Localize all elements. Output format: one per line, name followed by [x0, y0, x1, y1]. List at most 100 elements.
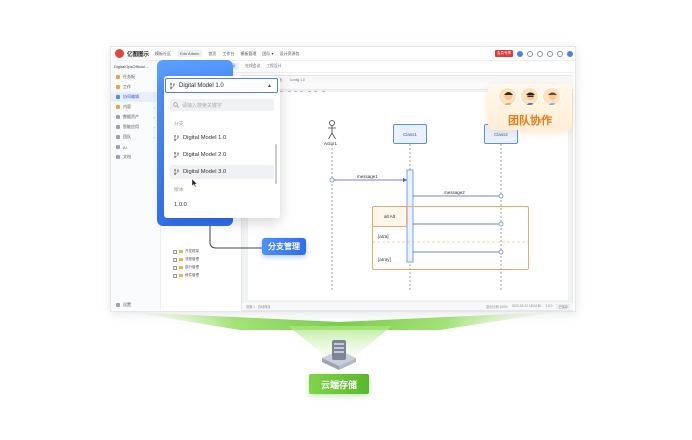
editor-tab-config[interactable]: Config 1.0	[289, 77, 305, 82]
sidebar-item-collab[interactable]: 协同编辑	[111, 92, 160, 102]
chevron-right-icon: ›	[153, 114, 155, 120]
branch-select[interactable]: Digital Model 1.0 ▲	[165, 78, 278, 93]
tree-item[interactable]: 组件管理	[173, 273, 199, 278]
sidebar-item-team[interactable]: 团队›	[111, 132, 160, 142]
checkbox-icon	[173, 257, 177, 262]
grid-icon[interactable]	[557, 50, 563, 57]
tree-item[interactable]: 流程管理	[173, 257, 199, 262]
vip-badge[interactable]: 会员专享	[495, 50, 513, 57]
tasks-icon	[116, 75, 120, 79]
sidebar-item-content[interactable]: 内容›	[111, 102, 160, 112]
bell-icon[interactable]	[537, 50, 543, 57]
workspace-selector[interactable]: DigitalOpsOfficial...	[114, 64, 148, 69]
branch-option[interactable]: Digital Model 2.0	[170, 148, 274, 162]
saved-status: 已保存	[556, 304, 570, 309]
gear-icon	[116, 303, 120, 307]
ai-icon	[116, 145, 120, 149]
nav-design-resources[interactable]: 设计资源包	[279, 50, 300, 56]
branch-group-label: 分支	[174, 122, 184, 127]
cloud-storage-label: 云端存储	[309, 374, 369, 394]
actor-icon[interactable]	[327, 120, 337, 140]
content-icon	[116, 105, 120, 109]
tab-online-meeting[interactable]: 在线会议	[245, 64, 261, 68]
ai-icon[interactable]	[517, 50, 523, 57]
avatar	[498, 87, 517, 106]
class1-box[interactable]: Class1	[393, 124, 427, 144]
branch-icon	[174, 152, 179, 158]
chevron-right-icon: ›	[153, 104, 155, 110]
team-collaboration-card: 团队协作	[488, 84, 572, 130]
sidebar-item-work[interactable]: 工作	[111, 82, 160, 92]
chevron-right-icon: ›	[153, 134, 155, 140]
checkbox-icon	[173, 265, 177, 270]
help-icon[interactable]	[547, 50, 553, 57]
branch-option[interactable]: Digital Model 3.0	[170, 165, 274, 179]
branch-manage-label: 分支管理	[262, 238, 306, 255]
branch-dropdown	[164, 76, 280, 218]
save-time: 2023-03-22 18:34:50	[511, 304, 542, 308]
message1-label: message1	[357, 174, 378, 179]
nav-home[interactable]: 首页	[208, 50, 217, 56]
avatar[interactable]	[567, 50, 573, 57]
status-right: 显示比例 100% 2023-03-22 18:34:50 1.0.0 已保存	[486, 304, 570, 309]
folder-icon	[179, 265, 183, 270]
branch-search-input[interactable]: 请输入搜索关键字	[170, 99, 274, 111]
branch-icon	[170, 82, 175, 89]
folder-icon	[179, 273, 183, 278]
top-bar: 亿图图示 模板社区 Edu Admin 首页 工作台 模板管理 团队 ▾ 设计资…	[111, 47, 575, 61]
mouse-cursor-icon	[192, 179, 198, 187]
message-icon[interactable]	[527, 50, 533, 57]
search-icon	[173, 102, 179, 108]
branch-icon	[174, 169, 179, 175]
version-label: 1.0.0	[545, 304, 553, 308]
nav-workbench[interactable]: 工作台	[222, 50, 235, 56]
alt-frame[interactable]: alt Alt	[372, 206, 529, 270]
app-logo-icon	[115, 49, 124, 58]
page-status: 页数:1 · 自动保存	[246, 305, 271, 309]
avatar	[542, 87, 561, 106]
sidebar-item-ai[interactable]: AI	[111, 142, 160, 152]
sidebar-settings[interactable]: 设置	[116, 302, 131, 308]
caret-up-icon: ▲	[267, 82, 272, 89]
tree-item[interactable]: 部分管理	[173, 265, 199, 270]
sidebar-item-smart-apps[interactable]: 智能应用›	[111, 122, 160, 132]
sidebar: DigitalOpsOfficial... 任务板 工作 协同编辑 内容› 数据…	[111, 61, 161, 311]
search-placeholder: 请输入搜索关键字	[182, 102, 223, 109]
guard-label: [array]	[378, 257, 391, 262]
actor-label: Actor1	[324, 141, 338, 146]
sidebar-item-docs[interactable]: 文档	[111, 152, 160, 162]
team-collaboration-label: 团队协作	[508, 115, 552, 127]
top-bar-actions: 会员专享	[495, 50, 573, 57]
nav-template-manage[interactable]: 模板管理	[240, 50, 257, 56]
chevron-right-icon: ›	[153, 124, 155, 130]
guard-label: [arra]	[378, 234, 389, 239]
folder-icon	[179, 249, 183, 254]
collab-icon	[116, 95, 120, 99]
tab-engineering[interactable]: 工程设计	[266, 64, 282, 68]
folder-icon	[179, 257, 183, 262]
zoom-level[interactable]: 显示比例 100%	[485, 305, 508, 309]
brand-name: 亿图图示	[127, 51, 150, 58]
branch-option[interactable]: Digital Model 1.0	[170, 131, 274, 145]
version-group-label: 版本	[174, 188, 184, 193]
tree-item[interactable]: 开发框架	[173, 249, 199, 254]
sidebar-item-data[interactable]: 数据资产›	[111, 112, 160, 122]
version-option[interactable]: 1.0.0	[174, 202, 187, 208]
team-icon	[116, 135, 120, 139]
branch-icon	[174, 135, 179, 141]
apps-icon	[116, 125, 120, 129]
checkbox-icon	[173, 249, 177, 254]
docs-icon	[116, 155, 120, 159]
nav-team[interactable]: 团队 ▾	[262, 50, 274, 56]
cloud-server-icon	[322, 340, 356, 370]
sidebar-item-tasks[interactable]: 任务板	[111, 72, 160, 82]
data-icon	[116, 115, 120, 119]
nav-workspace-switch[interactable]: Edu Admin	[177, 50, 203, 57]
work-icon	[116, 85, 120, 89]
nav-template-community[interactable]: 模板社区	[155, 50, 172, 56]
editor-tabs: 开始 插入 页面 Config 1.0	[242, 76, 574, 83]
diagram-canvas[interactable]: Actor1 Class1 Class2 message1 message2 a…	[248, 92, 568, 300]
dropdown-scrollbar[interactable]	[275, 144, 277, 184]
diagram-editor: 开始 插入 页面 Config 1.0	[241, 75, 574, 311]
